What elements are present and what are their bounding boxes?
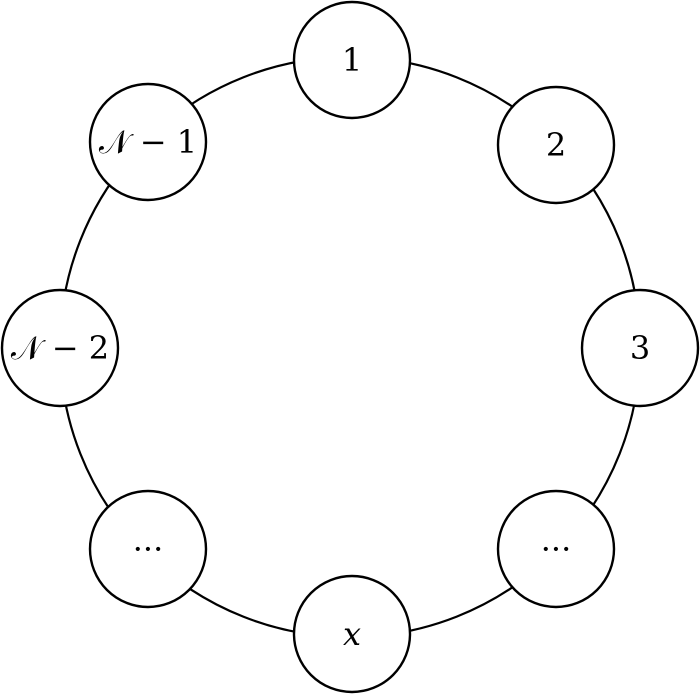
node-ellipsis-left-circle: [88, 489, 208, 609]
node-ellipsis-right-circle: [496, 489, 616, 609]
node-x-label: x: [343, 615, 361, 653]
node-3-label: 3: [630, 329, 650, 367]
node-2-label: 2: [546, 126, 566, 164]
node-2-circle: [496, 85, 616, 205]
node-n-minus-1: 𝒩 − 1: [88, 82, 208, 202]
node-n-minus-2-circle: [0, 288, 120, 408]
node-3: 3: [580, 288, 700, 408]
node-2: 2: [496, 85, 616, 205]
node-1-label: 1: [342, 41, 362, 79]
node-n-minus-2-label: 𝒩 − 2: [11, 329, 109, 367]
node-ellipsis-right: ···: [496, 489, 616, 609]
node-x: x: [292, 574, 412, 694]
node-ellipsis-left: ···: [88, 489, 208, 609]
node-3-circle: [580, 288, 700, 408]
node-n-minus-2: 𝒩 − 2: [0, 288, 120, 408]
node-x-circle: [292, 574, 412, 694]
node-ellipsis-left-label: ···: [133, 530, 164, 568]
node-ellipsis-right-label: ···: [541, 530, 572, 568]
node-1: 1: [292, 0, 412, 120]
node-n-minus-1-circle: [88, 82, 208, 202]
node-n-minus-1-label: 𝒩 − 1: [99, 123, 197, 161]
node-1-circle: [292, 0, 412, 120]
